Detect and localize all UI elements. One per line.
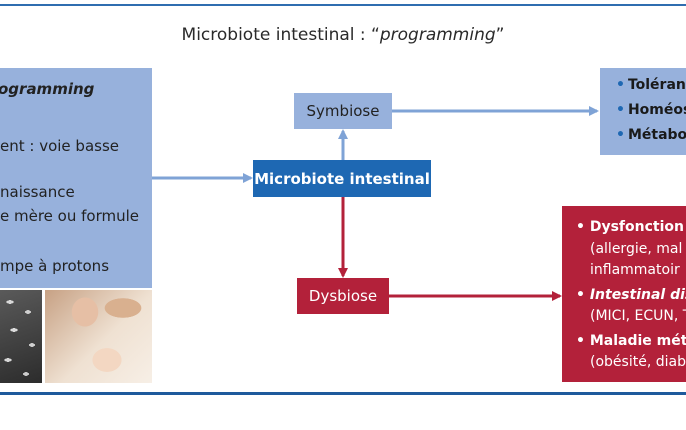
mother-breastfeeding-image — [45, 290, 152, 383]
symbiose-node: Symbiose — [294, 93, 392, 129]
disease-line: • Maladie méta — [576, 333, 686, 349]
left-box-heading: ogramming — [0, 80, 95, 98]
diagram-title: Microbiote intestinal : “programming” — [181, 25, 505, 45]
photo-strip — [0, 290, 152, 383]
outcome-item: •Toléranc — [616, 77, 686, 93]
top-border — [0, 4, 686, 6]
disease-line: (obésité, diab — [590, 354, 686, 370]
bullet-icon: • — [616, 102, 625, 118]
disease-line: inflammatoir — [590, 262, 680, 278]
outcome-item: •Métabo — [616, 127, 686, 143]
symbiosis-outcomes-box: •Toléranc •Homéos •Métabo — [600, 68, 686, 155]
left-box-line-1: ent : voie basse — [0, 137, 119, 155]
disease-line: • Dysfonction i — [576, 219, 686, 235]
dysbiose-node: Dysbiose — [297, 278, 389, 314]
microbiote-intestinal-node: Microbiote intestinal — [253, 160, 431, 197]
bullet-icon: • — [616, 127, 625, 143]
disease-line: (MICI, ECUN, T — [590, 308, 686, 324]
left-box-line-3: e mère ou formule — [0, 207, 139, 225]
bullet-icon: • — [616, 77, 625, 93]
outcome-item: •Homéos — [616, 102, 686, 118]
bacteria-micrograph-image — [0, 290, 42, 383]
bottom-border — [0, 392, 686, 395]
left-box-line-2: naissance — [0, 183, 75, 201]
disease-line: (allergie, mal — [590, 241, 683, 257]
left-box-line-4: mpe à protons — [0, 257, 110, 275]
programming-factors-box: ogramming ent : voie basse naissance e m… — [0, 68, 152, 288]
disease-line: • Intestinal dise — [576, 287, 686, 303]
dysbiosis-outcomes-box: • Dysfonction i (allergie, mal inflammat… — [562, 206, 686, 382]
